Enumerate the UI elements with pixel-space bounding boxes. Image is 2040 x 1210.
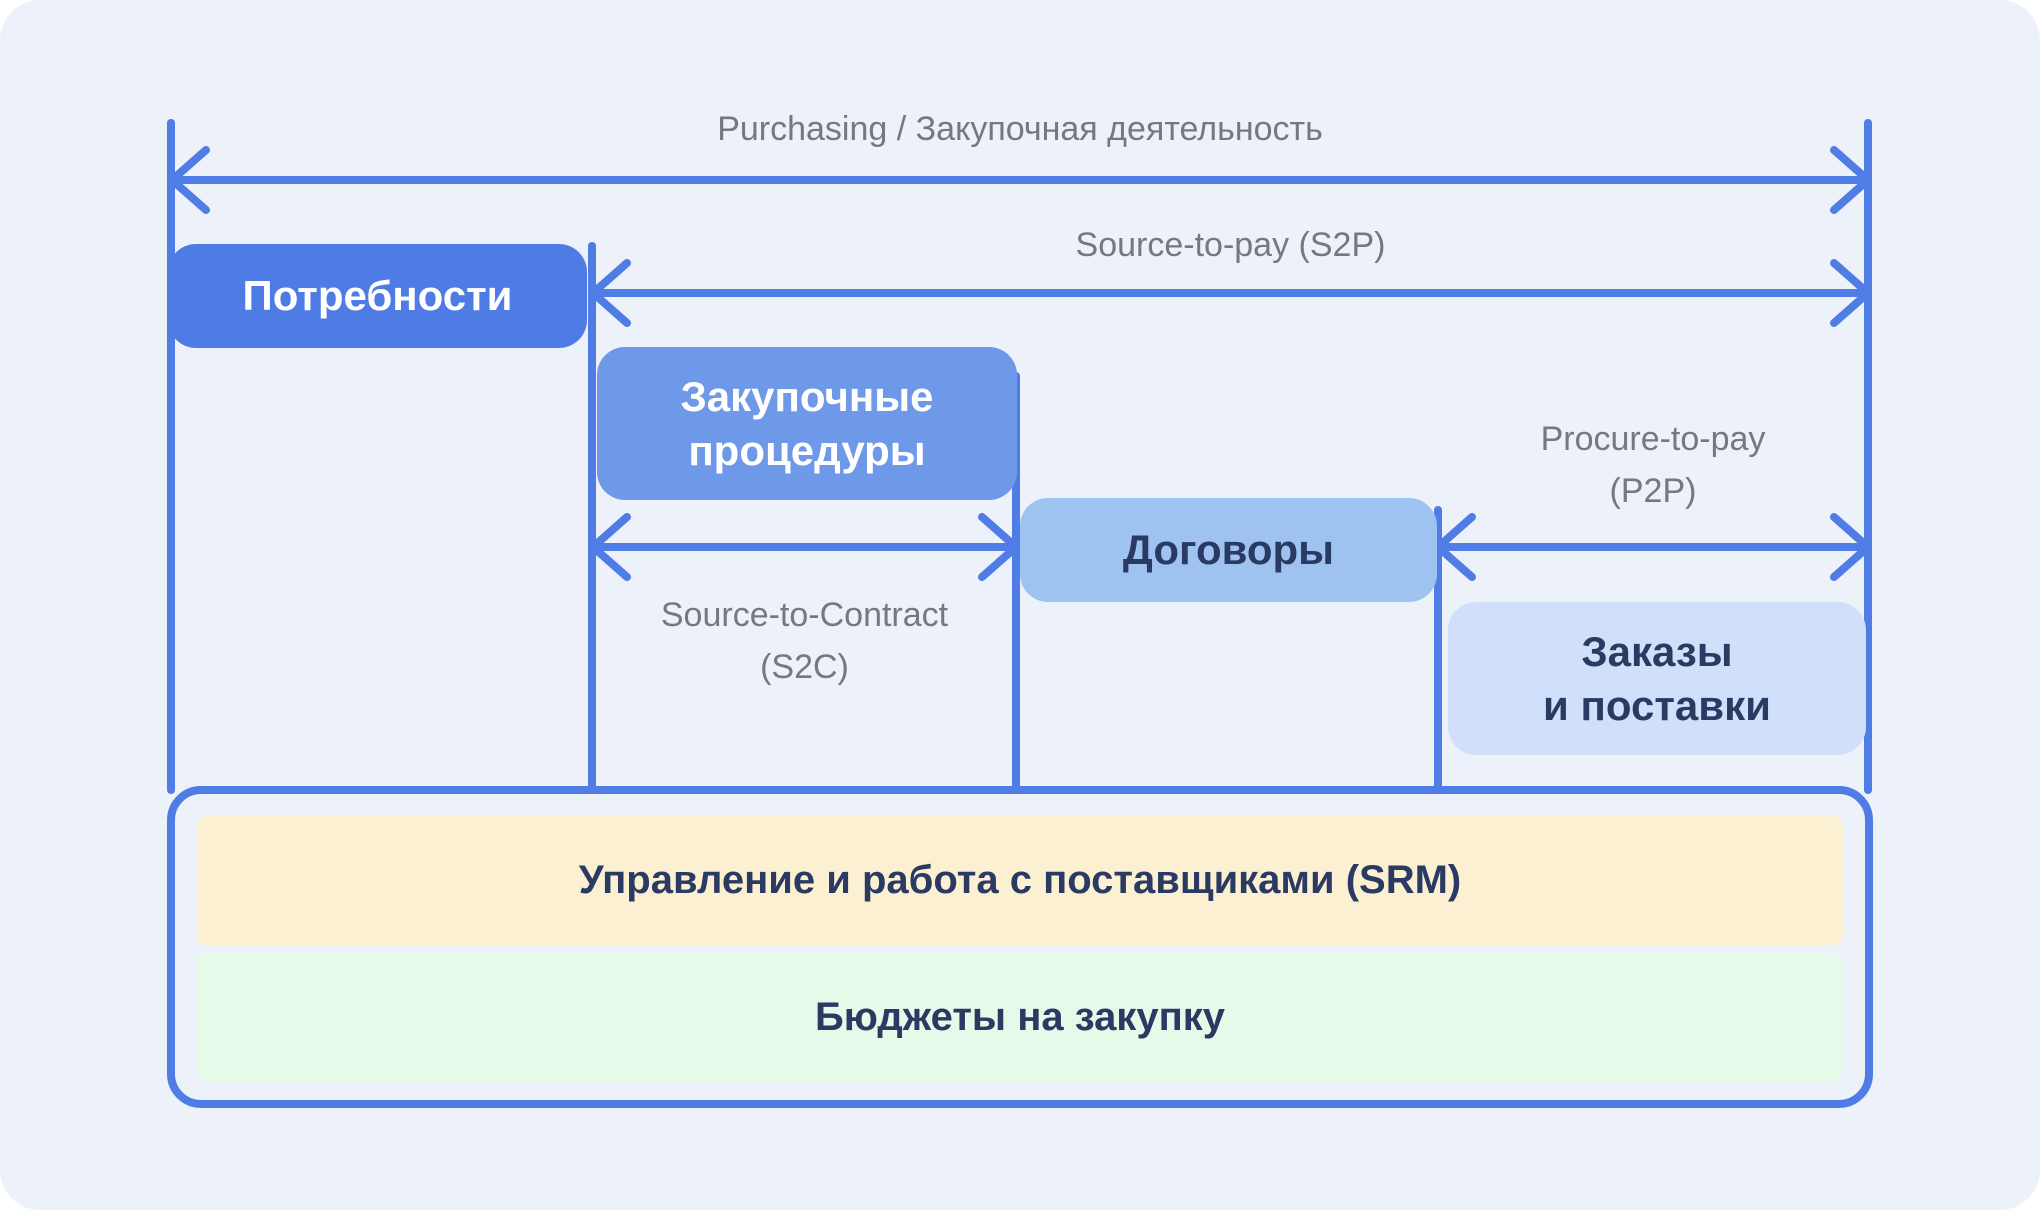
stage-box-needs: Потребности xyxy=(168,244,587,348)
foundation-container: Управление и работа с поставщиками (SRM)… xyxy=(167,786,1873,1108)
purchasing-arrow xyxy=(168,146,1872,214)
budget-band: Бюджеты на закупку xyxy=(197,953,1843,1082)
p2p-label-line2: (P2P) xyxy=(1609,472,1697,510)
stage-box-procedures: Закупочные процедуры xyxy=(597,347,1017,500)
stage-box-procedures-line1: Закупочные xyxy=(680,372,934,420)
s2p-label: Source-to-pay (S2P) xyxy=(1075,226,1386,264)
stage-box-needs-label: Потребности xyxy=(242,272,513,319)
s2c-label: Source-to-Contract (S2C) xyxy=(592,589,1017,693)
stage-box-contracts: Договоры xyxy=(1020,498,1437,602)
stage-box-orders-line1: Заказы xyxy=(1581,627,1733,675)
p2p-label-line1: Procure-to-pay xyxy=(1540,420,1766,458)
p2p-label: Procure-to-pay (P2P) xyxy=(1437,413,1869,517)
p2p-arrow xyxy=(1434,513,1872,581)
srm-band-label: Управление и работа с поставщиками (SRM) xyxy=(578,858,1462,902)
s2c-arrow xyxy=(589,513,1020,581)
stage-box-contracts-label: Договоры xyxy=(1122,526,1335,573)
s2c-label-line1: Source-to-Contract xyxy=(660,596,949,634)
budget-band-label: Бюджеты на закупку xyxy=(815,995,1225,1039)
srm-band: Управление и работа с поставщиками (SRM) xyxy=(197,816,1843,945)
s2c-label-line2: (S2C) xyxy=(760,648,849,686)
s2p-arrow xyxy=(589,259,1872,327)
stage-box-orders: Заказы и поставки xyxy=(1448,602,1866,755)
stage-box-orders-line2: и поставки xyxy=(1543,681,1771,729)
page-title: Purchasing / Закупочная деятельность xyxy=(717,110,1323,148)
stage-box-procedures-line2: процедуры xyxy=(688,426,926,474)
